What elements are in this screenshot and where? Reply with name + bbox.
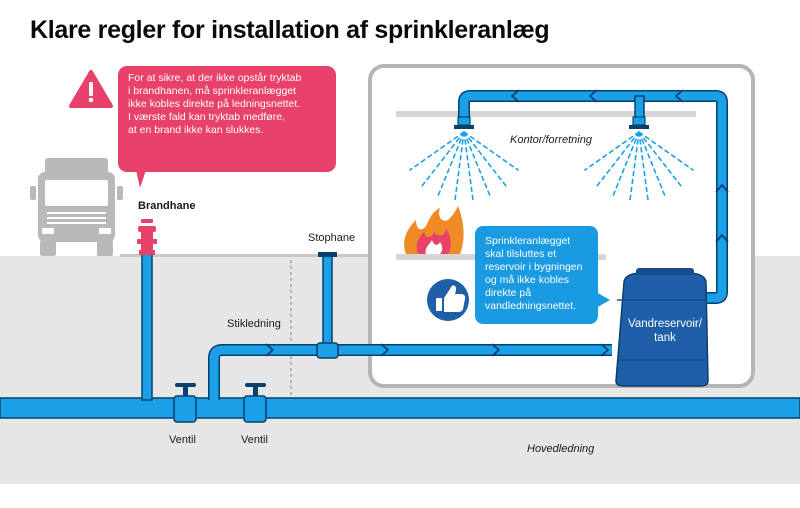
arrow-left-1 xyxy=(675,89,684,103)
kontor-label: Kontor/forretning xyxy=(510,134,592,146)
stikledning-label: Stikledning xyxy=(227,318,281,330)
thumbs-up-icon xyxy=(427,279,469,321)
valve-2 xyxy=(243,383,267,423)
sprinkler-spray-1 xyxy=(409,131,519,201)
brandhane-label: Brandhane xyxy=(138,200,196,212)
info-line: reservoir i bygningen xyxy=(485,261,583,273)
stophane-label: Stophane xyxy=(308,232,356,244)
info-text: Sprinkleranlægget skal tilsluttes et res… xyxy=(485,235,582,313)
tank-label-line: tank xyxy=(654,332,676,344)
arrow-left-3 xyxy=(511,89,520,103)
warning-line: For at sikre, at der ikke opstår tryktab xyxy=(128,72,302,84)
ceiling-floor xyxy=(396,111,696,117)
warning-line: at en brand ikke kan slukkes. xyxy=(128,124,264,136)
sprinkler-head-1 xyxy=(454,116,474,129)
supply-pipe xyxy=(208,344,612,400)
hydrant-icon xyxy=(137,219,157,255)
arrow-up-1 xyxy=(715,234,729,243)
fire-icon xyxy=(404,206,464,254)
valve-1 xyxy=(173,383,197,423)
hovedledning-label: Hovedledning xyxy=(527,443,595,455)
surface-line xyxy=(120,254,370,257)
warning-text: For at sikre, at der ikke opstår tryktab… xyxy=(128,72,301,137)
warning-line: ikke kobles direkte på ledningsnettet. xyxy=(128,98,301,110)
info-line: Sprinkleranlægget xyxy=(485,235,571,247)
info-bubble xyxy=(475,226,610,324)
arrow-right-1 xyxy=(265,343,274,357)
warning-line: i brandhanen, må sprinkleranlægget xyxy=(128,85,297,97)
stophane-pipe xyxy=(322,255,333,351)
info-line: vandledningsnettet. xyxy=(485,300,577,312)
arrow-up-2 xyxy=(715,184,729,193)
stophane-cap xyxy=(318,252,337,257)
warning-line: I værste fald kan tryktab medføre, xyxy=(128,111,285,123)
main-pipe xyxy=(0,397,800,419)
hydrant-pipe xyxy=(141,253,153,401)
sprinkler-head-2 xyxy=(629,116,649,129)
ventil-label-2: Ventil xyxy=(241,434,268,446)
tank-label: Vandreservoir/ tank xyxy=(610,317,720,345)
arrow-right-3 xyxy=(491,343,500,357)
info-line: skal tilsluttes et xyxy=(485,248,557,260)
tank-label-line: Vandreservoir/ xyxy=(628,318,702,330)
ventil-label-1: Ventil xyxy=(169,434,196,446)
flow-arrows xyxy=(265,89,729,357)
page-title: Klare regler for installation af sprinkl… xyxy=(30,16,550,44)
water-tank xyxy=(615,268,709,387)
stophane-coupling xyxy=(316,342,339,359)
warning-bubble xyxy=(118,66,336,188)
arrow-right-4 xyxy=(600,343,609,357)
warning-icon xyxy=(69,70,113,108)
info-line: direkte på xyxy=(485,287,532,299)
arrow-left-2 xyxy=(589,89,598,103)
sprinkler-spray-2 xyxy=(584,131,694,201)
truck-icon xyxy=(30,158,123,256)
arrow-right-2 xyxy=(380,343,389,357)
info-line: og må ikke kobles xyxy=(485,274,570,286)
